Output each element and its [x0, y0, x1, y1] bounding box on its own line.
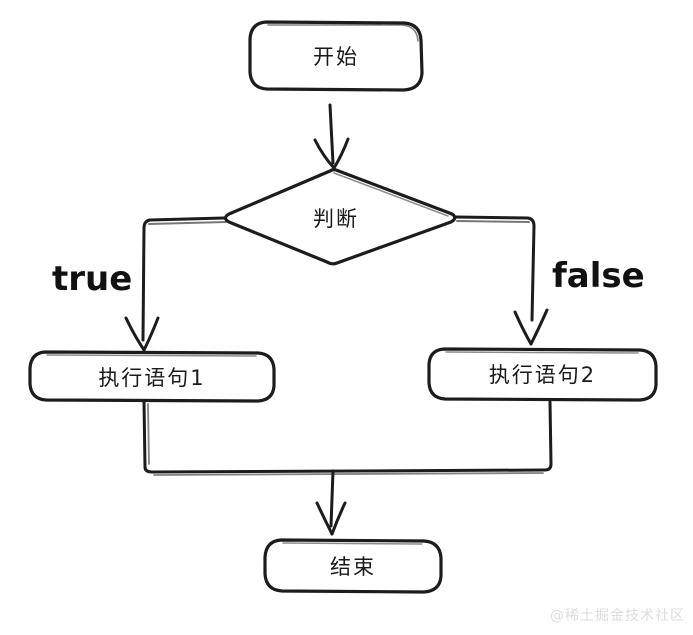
node-decision	[223, 168, 457, 266]
node-end	[263, 538, 443, 594]
edge-actions-to-end	[142, 400, 553, 536]
node-action-true	[28, 350, 276, 403]
edge-decision-to-action-false	[454, 215, 549, 346]
edge-decision-to-action-true	[124, 216, 227, 352]
edge-start-to-decision	[313, 103, 350, 170]
node-start	[248, 20, 424, 92]
node-action-false	[427, 347, 658, 402]
